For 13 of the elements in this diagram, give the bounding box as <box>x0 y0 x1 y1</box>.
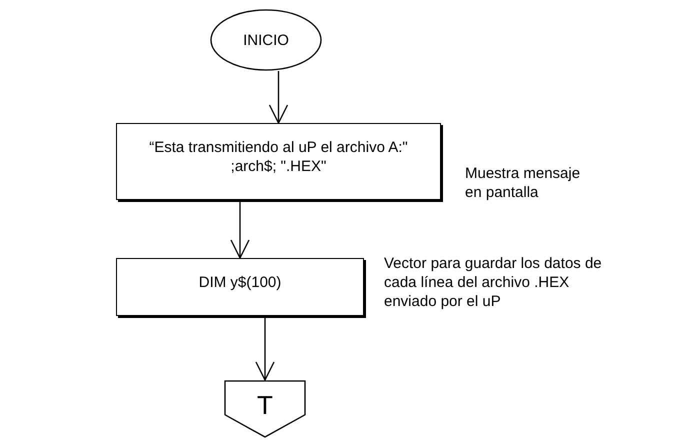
arrow <box>255 316 275 381</box>
process-box <box>116 258 364 316</box>
annotation-text: Vector para guardar los datos de cada línea del archivo .HEX enviado por el uP <box>384 254 603 311</box>
process-box <box>116 123 441 200</box>
arrow <box>268 71 288 124</box>
node-text: DIM y$(100) <box>198 273 282 292</box>
arrow <box>230 200 250 259</box>
node-text: INICIO <box>243 30 289 50</box>
annotation-text: Muestra mensaje en pantalla <box>465 164 582 202</box>
offpage-connector <box>224 380 306 438</box>
node-text: “Esta transmitiendo al uP el archivo A:" ;arch$; ".HEX" <box>148 138 409 176</box>
node-text: T <box>257 390 273 420</box>
start-terminal <box>210 9 322 71</box>
